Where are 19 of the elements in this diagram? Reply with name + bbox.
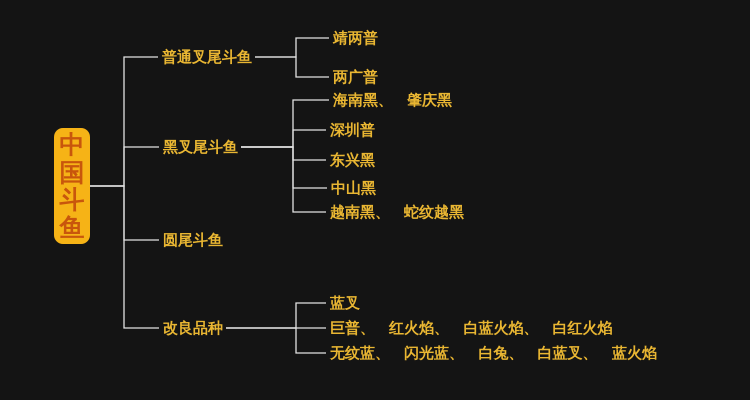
variety-label: 无纹蓝、 闪光蓝、 白兔、 白蓝叉、 蓝火焰	[330, 343, 657, 363]
variety-label: 海南黑、 肇庆黑	[333, 90, 452, 110]
category-label: 黑叉尾斗鱼	[163, 137, 238, 157]
variety-label: 巨普、 红火焰、 白蓝火焰、 白红火焰	[330, 318, 613, 338]
category-label: 普通叉尾斗鱼	[162, 47, 252, 67]
variety-label: 东兴黑	[330, 150, 375, 170]
connector-line	[226, 327, 326, 354]
connector-line	[255, 56, 329, 78]
connector-line	[241, 146, 326, 213]
variety-label: 靖两普	[333, 28, 378, 48]
variety-label: 中山黑	[331, 178, 376, 198]
category-label: 圆尾斗鱼	[163, 230, 223, 250]
variety-label: 两广普	[333, 67, 378, 87]
variety-label: 越南黑、 蛇纹越黑	[330, 202, 464, 222]
variety-label: 深圳普	[330, 120, 375, 140]
connector-line	[90, 185, 159, 329]
variety-label: 蓝叉	[330, 293, 360, 313]
root-box: 中国斗鱼	[54, 128, 90, 244]
category-label: 改良品种	[163, 318, 223, 338]
